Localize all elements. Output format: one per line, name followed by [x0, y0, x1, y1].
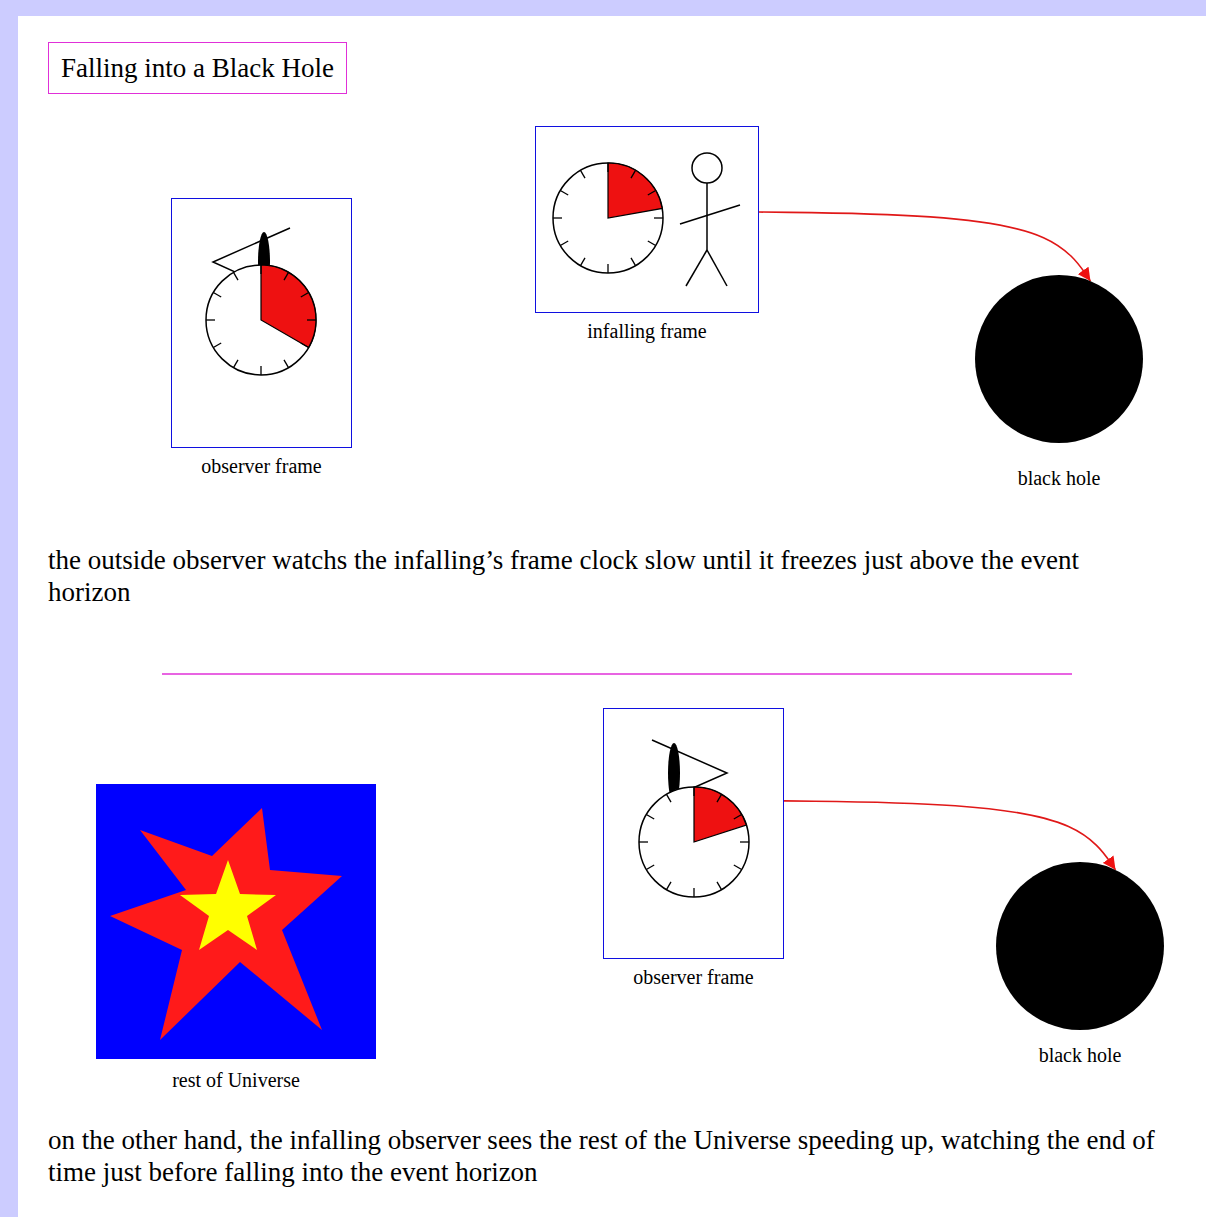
black-hole-disc — [996, 862, 1164, 1030]
black-hole-shape — [975, 275, 1143, 443]
universe-panel: rest of Universe — [96, 784, 376, 1059]
node-label: observer frame — [633, 966, 754, 989]
title-text: Falling into a Black Hole — [61, 53, 334, 83]
node-label: rest of Universe — [172, 1069, 300, 1092]
description-text: on the other hand, the infalling observe… — [48, 1125, 1198, 1189]
black-hole-circle: black hole — [996, 862, 1164, 1030]
stick-figure — [680, 153, 740, 286]
node-label: observer frame — [201, 455, 322, 478]
frame-box: observer frame — [171, 198, 352, 448]
frame-box: infalling frame — [535, 126, 759, 313]
clock-symbol — [553, 163, 663, 273]
node-label: black hole — [1018, 467, 1101, 490]
black-hole-disc — [975, 275, 1143, 443]
clock-symbol — [206, 265, 316, 375]
black-hole-circle: black hole — [975, 275, 1143, 443]
description-text: the outside observer watchs the infallin… — [48, 545, 1108, 609]
frame-box: observer frame — [603, 708, 784, 959]
node-label: black hole — [1039, 1044, 1122, 1067]
node-label: infalling frame — [587, 320, 706, 343]
fall-arrow — [759, 212, 1090, 281]
black-hole-shape — [996, 862, 1164, 1030]
explosion-picture — [96, 784, 376, 1059]
clock-symbol — [639, 787, 749, 897]
separator-line — [162, 673, 1072, 675]
fall-arrow — [784, 801, 1116, 870]
title-box: Falling into a Black Hole — [48, 42, 347, 94]
